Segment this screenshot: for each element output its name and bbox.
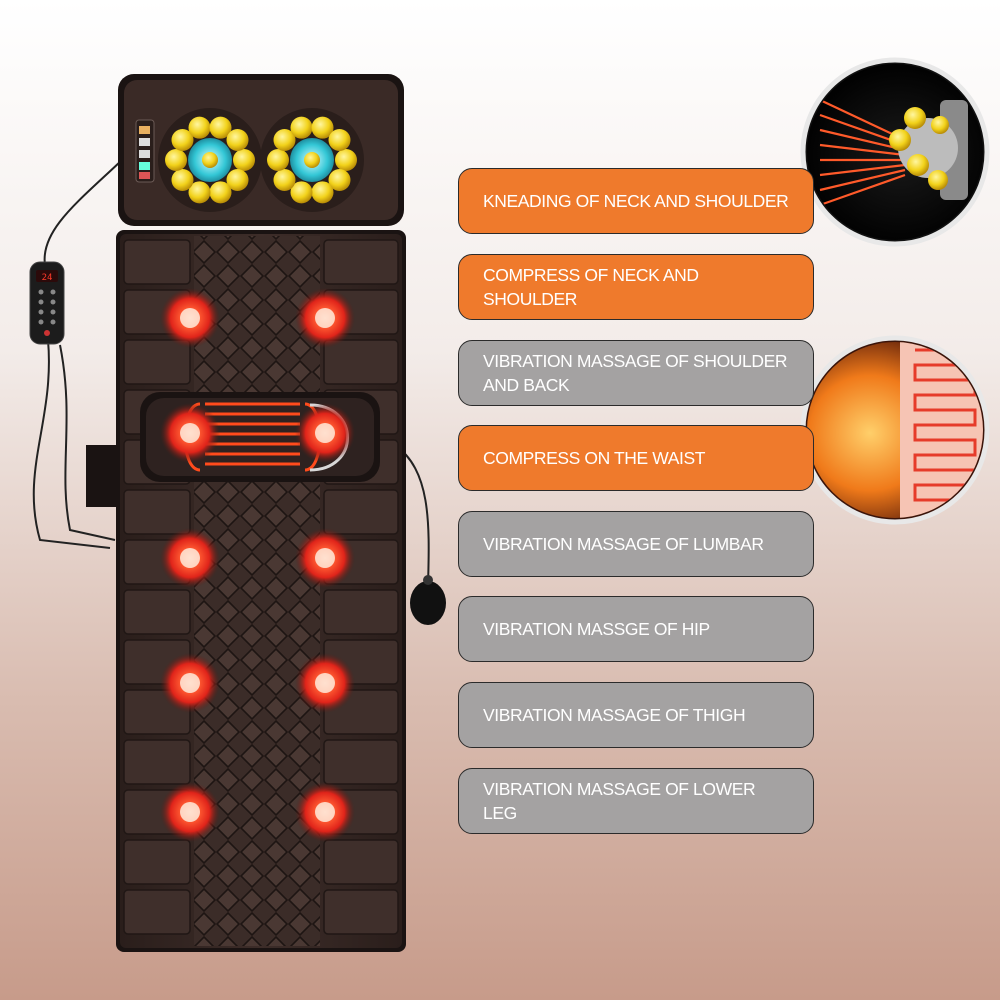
feature-label: VIBRATION MASSGE OF HIP: [458, 596, 814, 662]
feature-label: VIBRATION MASSAGE OF SHOULDER AND BACK: [458, 340, 814, 406]
pillow-button-icon: [139, 126, 150, 134]
feature-label: COMPRESS OF NECK AND SHOULDER: [458, 254, 814, 320]
feature-label: COMPRESS ON THE WAIST: [458, 425, 814, 491]
remote-display: 24: [42, 273, 53, 283]
heating-pad-icon: [800, 335, 990, 525]
feature-label: KNEADING OF NECK AND SHOULDER: [458, 168, 814, 234]
remote-control: 24: [29, 261, 65, 345]
vibration-heat-nodes: [160, 288, 355, 842]
mat-body: [116, 230, 406, 952]
feature-label: VIBRATION MASSAGE OF LOWER LEG: [458, 768, 814, 834]
feature-label: VIBRATION MASSAGE OF LUMBAR: [458, 511, 814, 577]
kneading-heads: [158, 108, 364, 212]
feature-label: VIBRATION MASSAGE OF THIGH: [458, 682, 814, 748]
kneading-roller-icon: [800, 57, 990, 247]
air-pump-bulb-icon: [410, 581, 446, 625]
